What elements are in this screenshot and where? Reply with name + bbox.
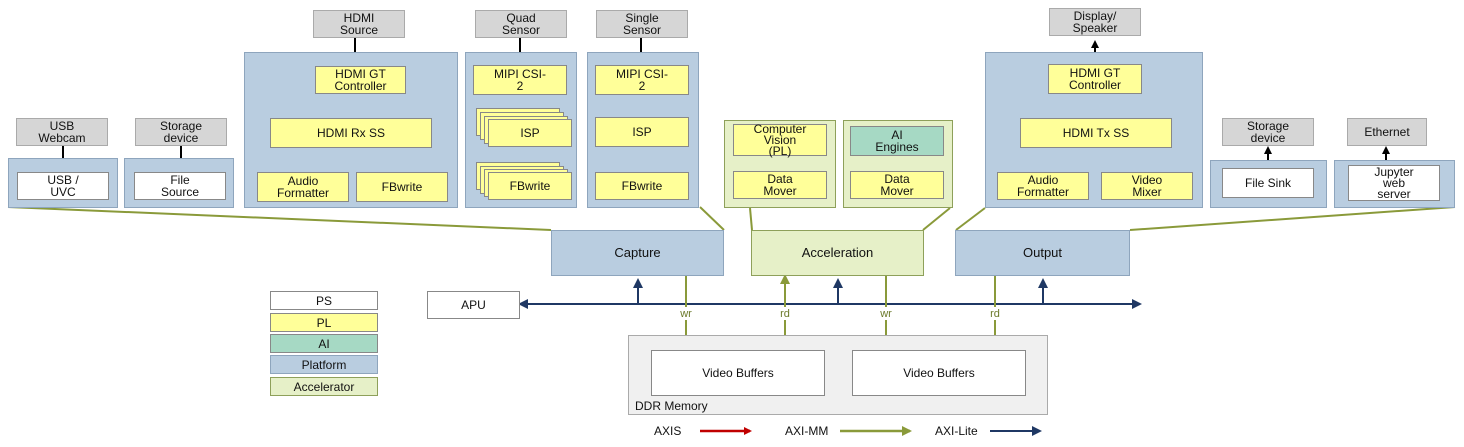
legend-ps: PS bbox=[270, 291, 378, 310]
wr-label-2: wr bbox=[873, 307, 899, 320]
hdmi-source-box: HDMI Source bbox=[313, 10, 405, 38]
storage-device-out-box: Storage device bbox=[1222, 118, 1314, 146]
hdmi-gt-controller-rx-block: HDMI GT Controller bbox=[315, 66, 406, 94]
video-buffers-1-block: Video Buffers bbox=[651, 350, 825, 396]
audio-formatter-rx-block: Audio Formatter bbox=[257, 172, 349, 202]
isp-quad-block: ISP bbox=[488, 119, 572, 147]
hdmi-gt-controller-tx-block: HDMI GT Controller bbox=[1048, 64, 1142, 94]
quad-sensor-box: Quad Sensor bbox=[475, 10, 567, 38]
fbwrite-quad-block: FBwrite bbox=[488, 172, 572, 200]
legend-ai: AI bbox=[270, 334, 378, 353]
video-mixer-block: Video Mixer bbox=[1101, 172, 1193, 200]
storage-device-in-box: Storage device bbox=[135, 118, 227, 146]
legend-platform: Platform bbox=[270, 355, 378, 374]
output-hub: Output bbox=[955, 230, 1130, 276]
hdmi-tx-ss-block: HDMI Tx SS bbox=[1020, 118, 1172, 148]
computer-vision-block: Computer Vision (PL) bbox=[733, 123, 827, 157]
jupyter-block: Jupyter web server bbox=[1348, 165, 1440, 201]
ddr-memory-label: DDR Memory bbox=[635, 399, 708, 413]
capture-hub: Capture bbox=[551, 230, 724, 276]
acceleration-hub: Acceleration bbox=[751, 230, 924, 276]
ethernet-box: Ethernet bbox=[1347, 118, 1427, 146]
rd-label-1: rd bbox=[772, 307, 798, 320]
fbwrite-hdmi-block: FBwrite bbox=[356, 172, 448, 202]
usb-uvc-block: USB / UVC bbox=[17, 172, 109, 200]
axi-mm-key-label: AXI-MM bbox=[785, 424, 829, 438]
legend-pl: PL bbox=[270, 313, 378, 332]
isp-single-block: ISP bbox=[595, 117, 689, 147]
file-sink-block: File Sink bbox=[1222, 168, 1314, 198]
legend-accelerator: Accelerator bbox=[270, 377, 378, 396]
data-mover-cv-block: Data Mover bbox=[733, 171, 827, 199]
wr-label-1: wr bbox=[673, 307, 699, 320]
audio-formatter-tx-block: Audio Formatter bbox=[997, 172, 1089, 200]
rd-label-2: rd bbox=[982, 307, 1008, 320]
axis-key-label: AXIS bbox=[654, 424, 682, 438]
display-speaker-box: Display/ Speaker bbox=[1049, 8, 1141, 36]
data-mover-ai-block: Data Mover bbox=[850, 171, 944, 199]
single-sensor-box: Single Sensor bbox=[596, 10, 688, 38]
axi-lite-key-label: AXI-Lite bbox=[935, 424, 978, 438]
video-buffers-2-block: Video Buffers bbox=[852, 350, 1026, 396]
usb-webcam-box: USB Webcam bbox=[16, 118, 108, 146]
mipi-csi-single-block: MIPI CSI- 2 bbox=[595, 65, 689, 95]
fbwrite-single-block: FBwrite bbox=[595, 172, 689, 200]
mipi-csi-quad-block: MIPI CSI- 2 bbox=[473, 65, 567, 95]
apu-block: APU bbox=[427, 291, 520, 319]
hdmi-rx-ss-block: HDMI Rx SS bbox=[270, 118, 432, 148]
ddr-memory-panel: Video Buffers Video Buffers DDR Memory bbox=[628, 335, 1048, 415]
file-source-block: File Source bbox=[134, 172, 226, 200]
ai-engines-block: AI Engines bbox=[850, 126, 944, 156]
